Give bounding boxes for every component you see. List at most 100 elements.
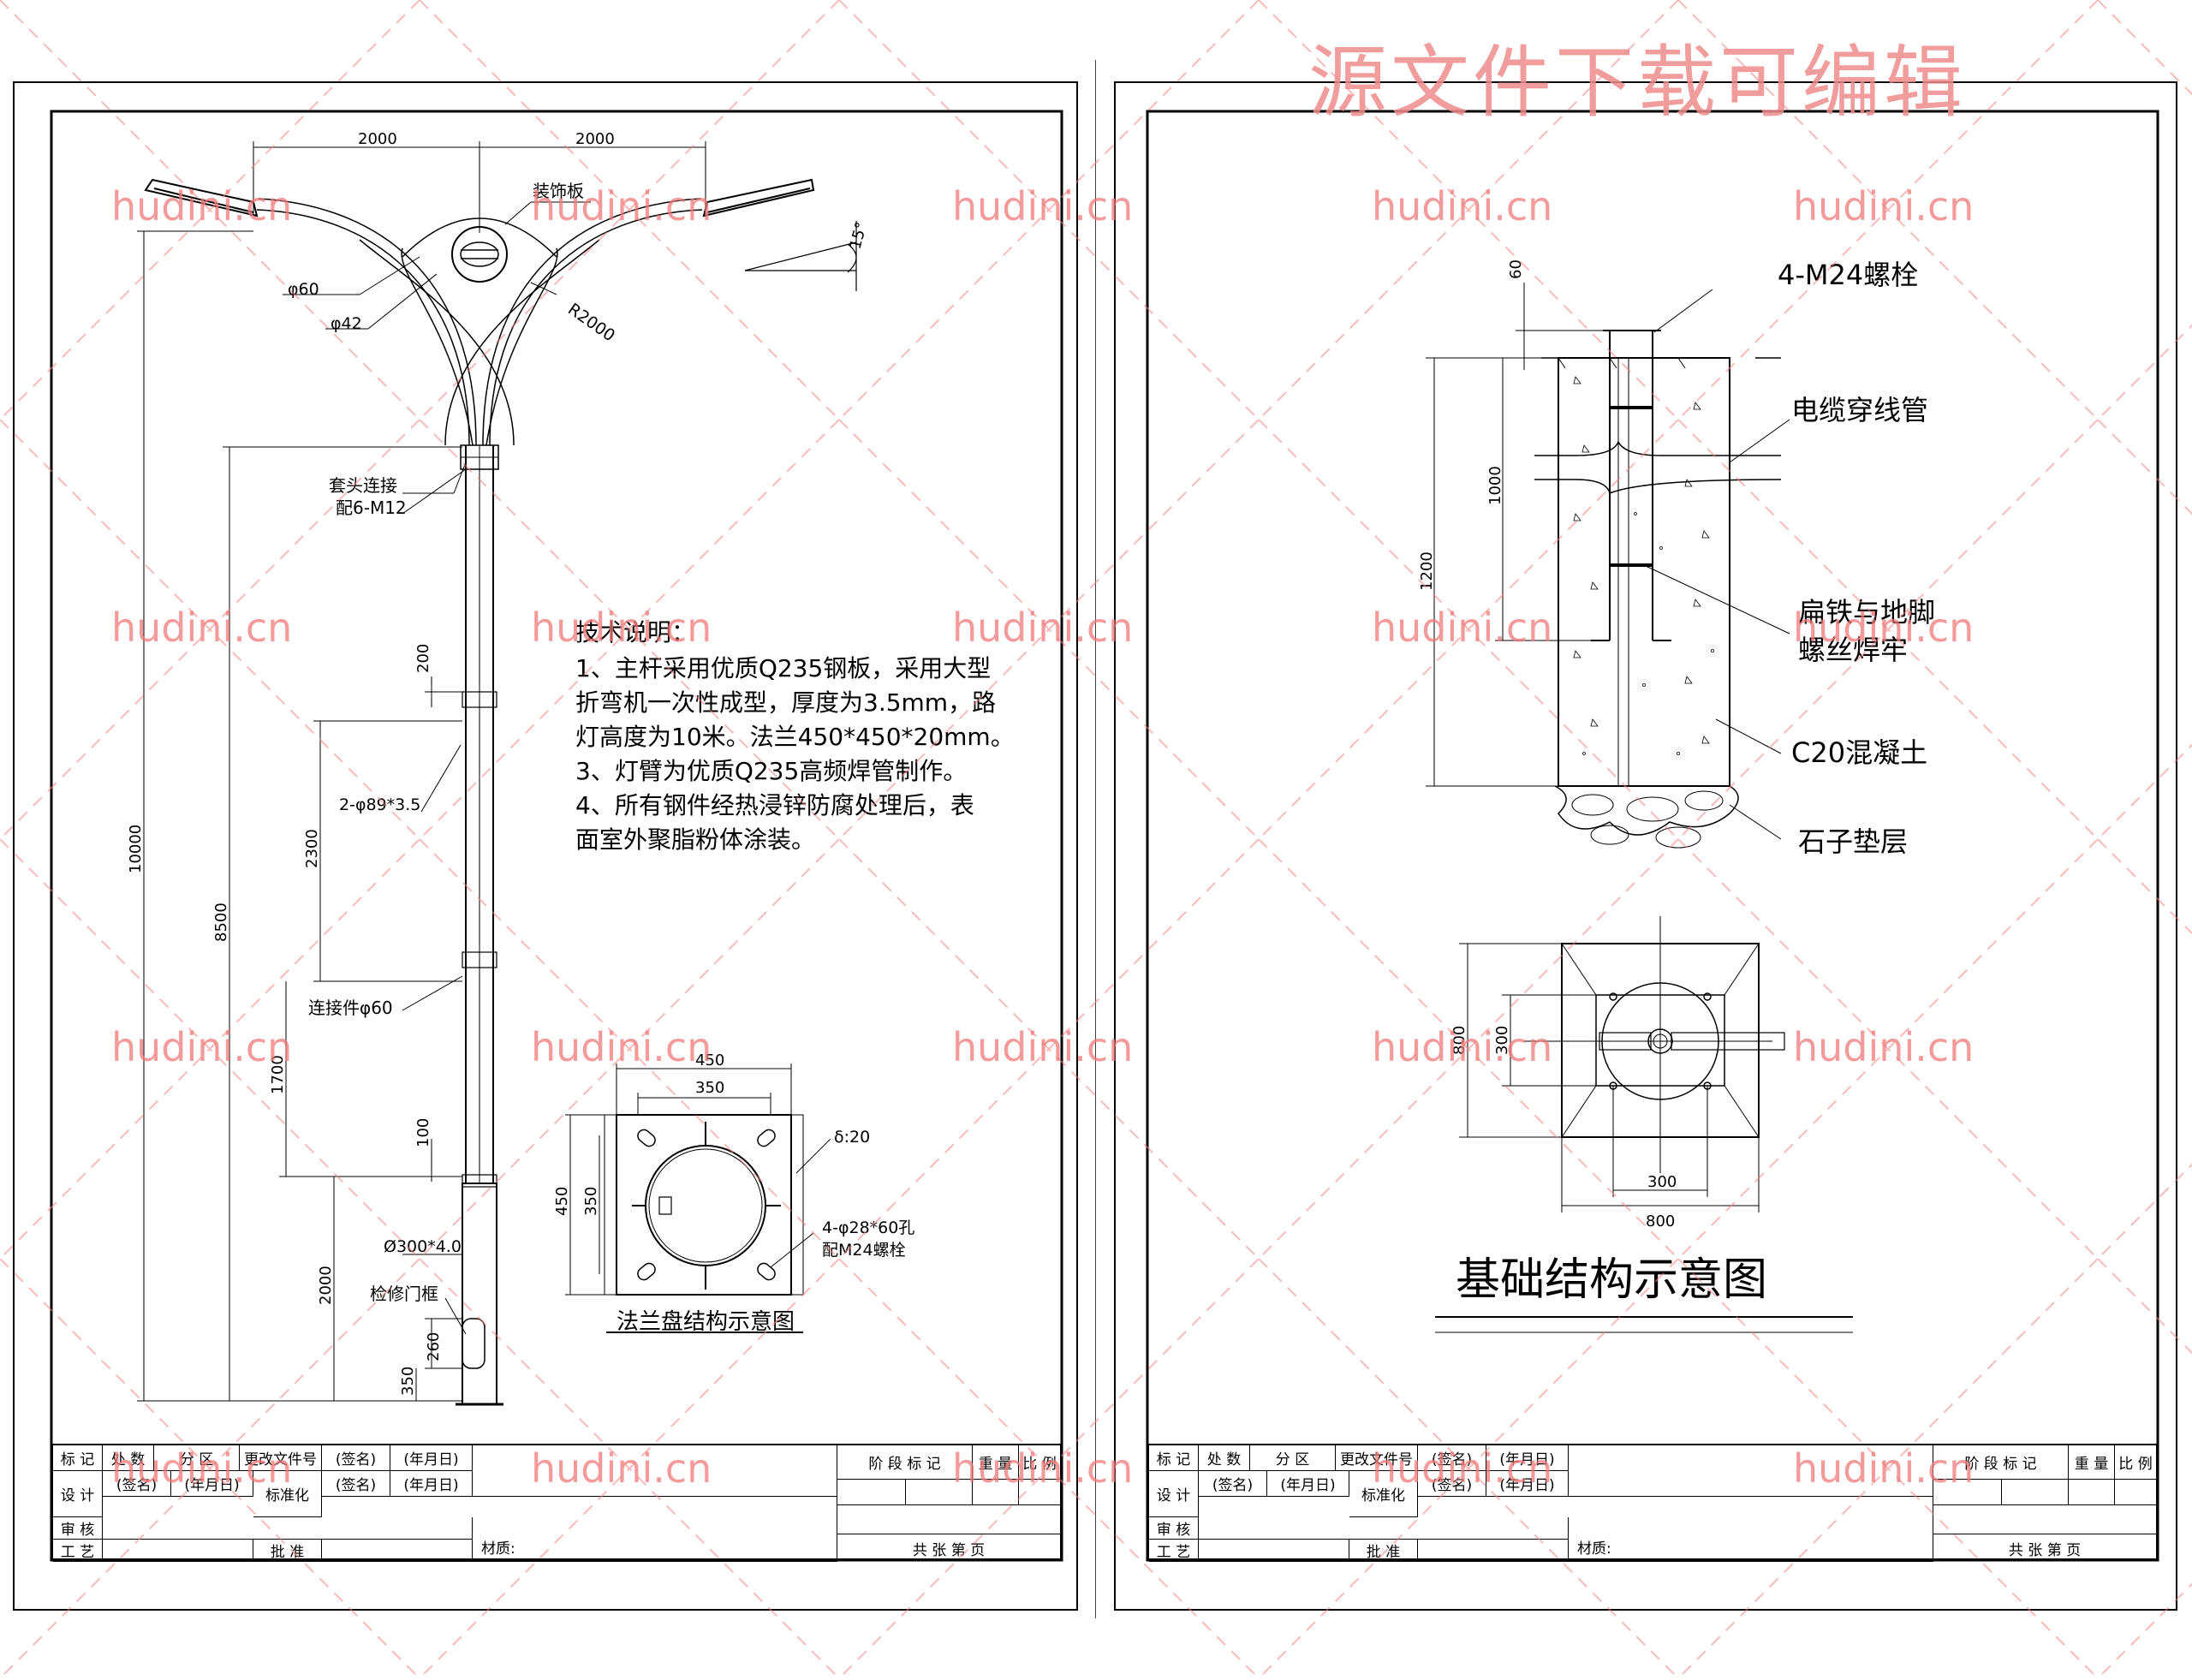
watermark-text: hudini.cn (952, 605, 1134, 651)
watermark-text: hudini.cn (1793, 1024, 1975, 1070)
dim-2300: 2300 (303, 829, 321, 868)
tb-cell (1199, 1540, 1349, 1562)
tb-cell: 设 计 (53, 1471, 103, 1517)
tech-line-6: 面室外聚脂粉体涂装。 (575, 825, 815, 854)
right-title-block: 标 记 处 数 分 区 更改文件号 (签名) (年月日) 设 计 (签名) (年… (1147, 1444, 2158, 1562)
watermark-text: hudini.cn (952, 183, 1134, 229)
watermark-text: hudini.cn (531, 1445, 712, 1492)
tb-cell: 批 准 (253, 1540, 322, 1562)
tb-sheets: 共 张 第 页 (912, 1541, 986, 1559)
tech-line-2: 折弯机一次性成型，厚度为3.5mm，路 (575, 688, 996, 717)
foundation-section (1534, 330, 1782, 849)
tb-cell: 审 核 (53, 1517, 103, 1540)
label-connector: 连接件φ60 (308, 998, 393, 1018)
tb-cell: 分 区 (1250, 1445, 1336, 1471)
angle-marker (744, 221, 857, 291)
tech-line-1: 1、主杆采用优质Q235钢板，采用大型 (575, 654, 991, 682)
tb-cell (1199, 1517, 1569, 1540)
label-bolt: 4-M24螺栓 (1778, 259, 1918, 291)
tb-cell (1418, 1540, 1569, 1562)
flange-plate (604, 1114, 804, 1296)
tb-material: 材质: (473, 1497, 837, 1562)
label-cable: 电缆穿线管 (1791, 394, 1928, 426)
dim-200: 200 (414, 644, 432, 673)
tb-material: 材质: (1569, 1497, 1933, 1562)
label-concrete: C20混凝土 (1791, 736, 1927, 769)
tb-scale: 比 例 (2115, 1445, 2156, 1480)
editable-banner: 源文件下载可编辑 (1308, 37, 1967, 128)
leader-lines (283, 201, 591, 1335)
tb-cell: (年月日) (390, 1445, 473, 1471)
flange-holes: 4-φ28*60孔 (822, 1218, 914, 1237)
tb-cell: 批 准 (1349, 1540, 1418, 1562)
label-phi42: φ42 (331, 314, 362, 333)
tb-weight: 重 量 (2069, 1445, 2115, 1480)
watermark-text: hudini.cn (1372, 183, 1553, 229)
watermark-text: hudini.cn (1793, 1445, 1975, 1492)
label-angle: 15° (847, 220, 872, 251)
tb-cell (2115, 1480, 2156, 1505)
label-phi60: φ60 (288, 280, 319, 299)
flange-thick: δ:20 (834, 1128, 870, 1147)
flange-title: 法兰盘结构示意图 (616, 1309, 795, 1335)
foundation-plan (1524, 916, 1785, 1173)
flange-dim-350-v: 350 (582, 1187, 600, 1216)
tb-cell (103, 1517, 473, 1540)
watermark-text: hudini.cn (531, 1024, 712, 1070)
tb-cell: 设 计 (1149, 1471, 1199, 1517)
tb-cell: (年月日) (1267, 1471, 1349, 1497)
main-pole (456, 444, 503, 1406)
vertical-dimensions (137, 230, 462, 1402)
flange-dim-450-v: 450 (553, 1187, 571, 1216)
fdim-60: 60 (1507, 259, 1525, 279)
label-door: 检修门框 (370, 1284, 438, 1304)
pdim-300-h: 300 (1647, 1173, 1677, 1191)
dim-10000: 10000 (127, 825, 145, 873)
tech-line-4: 3、灯臂为优质Q235高频焊管制作。 (575, 757, 967, 785)
dim-100: 100 (414, 1118, 432, 1147)
tb-cell: (签名) (1199, 1471, 1267, 1497)
tb-cell: 审 核 (1149, 1517, 1199, 1540)
dim-top-right: 2000 (575, 130, 615, 148)
watermark-text: hudini.cn (1372, 605, 1553, 651)
dim-260: 260 (425, 1332, 443, 1361)
watermark-text: hudini.cn (111, 1445, 293, 1492)
watermark-text: hudini.cn (952, 1445, 1134, 1492)
tb-cell (837, 1505, 1060, 1534)
right-drawing: 60 1000 1200 4-M24螺栓 电缆穿线管 扁铁与地脚 螺丝焊牢 C2… (1114, 81, 2177, 1611)
flange-dim-350: 350 (695, 1079, 724, 1097)
pdim-800-h: 800 (1646, 1212, 1675, 1230)
watermark-text: hudini.cn (111, 605, 293, 651)
tb-cell: 标 记 (53, 1445, 103, 1471)
label-joint-bolt: 配6-M12 (336, 497, 407, 518)
fdim-1200: 1200 (1418, 551, 1436, 591)
flange-holes-bolt: 配M24螺栓 (822, 1241, 906, 1260)
watermark-text: hudini.cn (1793, 183, 1975, 229)
watermark-text: hudini.cn (1372, 1024, 1553, 1070)
tb-cell: 标 记 (1149, 1445, 1199, 1471)
watermark-text: hudini.cn (1793, 605, 1975, 651)
watermark-text: hudini.cn (531, 605, 712, 651)
watermark-text: hudini.cn (111, 1024, 293, 1070)
lamp-arms (256, 198, 703, 446)
left-sheet: 2000 2000 10000 8500 200 2300 1700 100 2… (0, 0, 1097, 1677)
foundation-title: 基础结构示意图 (1456, 1254, 1767, 1306)
tb-cell (103, 1540, 253, 1562)
tb-cell: (签名) (322, 1471, 390, 1497)
right-sheet: 60 1000 1200 4-M24螺栓 电缆穿线管 扁铁与地脚 螺丝焊牢 C2… (1096, 0, 2192, 1677)
tb-cell: 工 艺 (53, 1540, 103, 1562)
watermark-text: hudini.cn (952, 1024, 1134, 1070)
tb-cell: 工 艺 (1149, 1540, 1199, 1562)
dim-8500: 8500 (212, 903, 230, 942)
watermark-text: hudini.cn (111, 183, 293, 229)
tech-line-5: 4、所有钢件经热浸锌防腐处理后，表 (575, 791, 974, 819)
watermark-text: hudini.cn (1372, 1445, 1553, 1492)
foundation-leaders (1643, 289, 1790, 840)
tb-cell (322, 1540, 473, 1562)
dim-2000-lower: 2000 (317, 1266, 335, 1305)
dim-350: 350 (399, 1367, 417, 1396)
label-gravel: 石子垫层 (1798, 825, 1908, 858)
fdim-1000: 1000 (1486, 466, 1504, 505)
tb-cell: 处 数 (1199, 1445, 1250, 1471)
tb-cell (837, 1480, 906, 1505)
